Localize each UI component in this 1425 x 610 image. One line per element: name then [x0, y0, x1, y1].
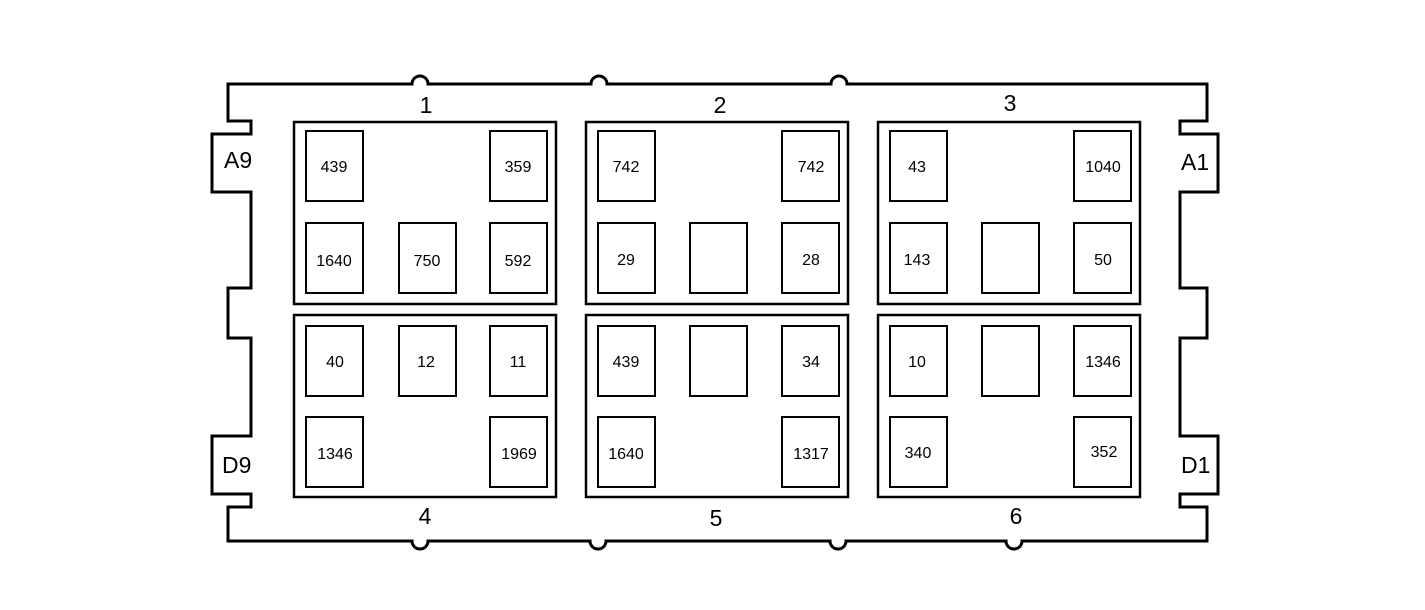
group-frame — [584, 313, 850, 499]
cavity-cell — [889, 325, 948, 397]
cavity-group-2: 2 742 742 29 28 — [584, 92, 850, 306]
cavity-cell — [398, 325, 457, 397]
group-frame — [584, 120, 850, 306]
cavity-cell-empty — [689, 325, 748, 397]
group-label: 2 — [714, 92, 727, 118]
cavity-label: 439 — [321, 159, 348, 176]
cavity-cell — [305, 325, 364, 397]
cavity-cell — [781, 222, 840, 294]
cavity-cell-empty — [981, 222, 1040, 294]
corner-label-a1: A1 — [1181, 149, 1209, 175]
cavity-cell — [398, 222, 457, 294]
cavity-cell — [889, 130, 948, 202]
corner-label-d9: D9 — [222, 452, 251, 478]
cavity-label: 1040 — [1085, 159, 1121, 176]
cavity-cell — [305, 416, 364, 488]
cavity-label: 40 — [326, 354, 344, 371]
cavity-cell — [597, 222, 656, 294]
cavity-cell-empty — [981, 325, 1040, 397]
cavity-cell — [781, 130, 840, 202]
cavity-cell-empty — [689, 222, 748, 294]
cavity-label: 43 — [908, 159, 926, 176]
group-label: 3 — [1004, 90, 1017, 116]
cavity-cell — [1073, 416, 1132, 488]
cavity-label: 10 — [908, 354, 926, 371]
group-label: 5 — [710, 505, 723, 531]
cavity-cell — [489, 325, 548, 397]
cavity-cell — [489, 416, 548, 488]
cavity-label: 750 — [414, 253, 441, 270]
cavity-group-4: 4 40 12 11 1346 1969 — [292, 313, 558, 529]
cavity-group-5: 5 439 34 1640 1317 — [584, 313, 850, 531]
cavity-label: 742 — [798, 159, 825, 176]
cavity-label: 1969 — [501, 446, 537, 463]
cavity-label: 143 — [904, 252, 931, 269]
cavity-cell — [489, 222, 548, 294]
corner-label-a9: A9 — [224, 147, 252, 173]
group-frame — [292, 120, 558, 306]
corner-label-d1: D1 — [1181, 452, 1210, 478]
cavity-cell — [1073, 130, 1132, 202]
group-label: 6 — [1010, 503, 1023, 529]
cavity-cell — [597, 130, 656, 202]
cavity-label: 1640 — [608, 446, 644, 463]
cavity-cell — [889, 222, 948, 294]
cavity-label: 1640 — [316, 253, 352, 270]
cavity-label: 28 — [802, 252, 820, 269]
cavity-cell — [1073, 222, 1132, 294]
cavity-cell — [305, 222, 364, 294]
cavity-cell — [305, 130, 364, 202]
group-frame — [876, 120, 1142, 306]
cavity-cell — [889, 416, 948, 488]
cavity-label: 29 — [617, 252, 635, 269]
cavity-label: 1317 — [793, 446, 829, 463]
cavity-cell — [597, 416, 656, 488]
cavity-label: 12 — [417, 354, 435, 371]
group-frame — [876, 313, 1142, 499]
connector-body-outline — [210, 74, 1220, 551]
cavity-label: 359 — [505, 159, 532, 176]
cavity-label: 439 — [613, 354, 640, 371]
cavity-label: 742 — [613, 159, 640, 176]
cavity-label: 34 — [802, 354, 820, 371]
group-label: 1 — [420, 92, 433, 118]
cavity-label: 352 — [1091, 444, 1118, 461]
cavity-label: 50 — [1094, 252, 1112, 269]
cavity-cell — [781, 325, 840, 397]
cavity-label: 340 — [905, 445, 932, 462]
cavity-label: 1346 — [317, 446, 353, 463]
cavity-cell — [489, 130, 548, 202]
cavity-group-6: 6 10 1346 340 352 — [876, 313, 1142, 529]
cavity-label: 592 — [505, 253, 532, 270]
cavity-label: 11 — [510, 354, 527, 371]
group-frame — [292, 313, 558, 499]
cavity-cell — [781, 416, 840, 488]
cavity-cell — [1073, 325, 1132, 397]
cavity-cell — [597, 325, 656, 397]
cavity-label: 1346 — [1085, 354, 1121, 371]
cavity-group-3: 3 43 1040 143 50 — [876, 90, 1142, 306]
cavity-group-1: 1 439 359 1640 750 592 — [292, 92, 558, 306]
group-label: 4 — [419, 503, 432, 529]
